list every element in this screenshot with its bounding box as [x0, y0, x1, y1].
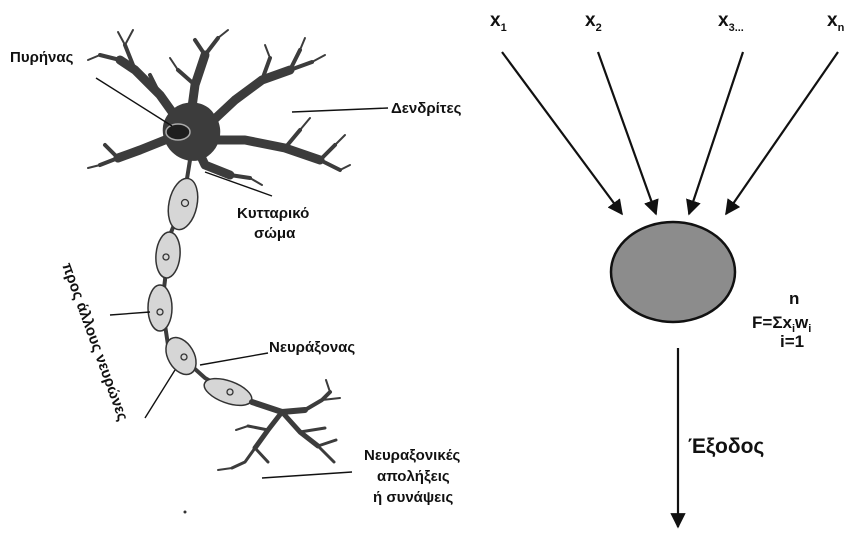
input-arrow-1 [502, 52, 622, 214]
input-x3-label: x3... [718, 10, 744, 34]
input-arrow-2 [598, 52, 656, 214]
input-labels: x1 x2 x3... xn [490, 10, 845, 34]
dendrites-label: Δενδρίτες [391, 100, 462, 117]
formula-upper-limit: n [789, 289, 799, 308]
input-arrows [502, 52, 838, 214]
input-arrow-n [726, 52, 838, 214]
to-other-neurons-label: προς άλλους νευρώνες [58, 261, 131, 424]
input-x2-label: x2 [585, 10, 602, 34]
input-arrow-3 [689, 52, 743, 214]
nucleus [166, 124, 190, 140]
cell-body-label-line2: σώμα [254, 225, 296, 242]
axon-label: Νευράξονας [269, 339, 355, 356]
summation-formula: n F=Σxiwi i=1 [752, 289, 811, 351]
input-x1-label: x1 [490, 10, 507, 34]
perceptron-model: x1 x2 x3... xn n F=Σxiwi i=1 Έξοδος [490, 10, 845, 527]
summation-node [611, 222, 735, 322]
terminals-label-line1: Νευραξονικές [364, 447, 460, 464]
terminals-label-line2: απολήξεις [377, 468, 450, 485]
formula-lower-limit: i=1 [780, 332, 804, 351]
stray-dot [184, 511, 187, 514]
input-xn-label: xn [827, 10, 845, 34]
nucleus-label: Πυρήνας [10, 49, 74, 66]
cell-body-label-line1: Κυτταρικό [237, 205, 309, 222]
terminals-label-line3: ή συνάψεις [373, 489, 453, 506]
output-label: Έξοδος [688, 435, 764, 458]
dendrites [88, 30, 350, 185]
neuron-illustration: Πυρήνας Δενδρίτες Κυτταρικό σώμα προς άλ… [10, 30, 462, 514]
